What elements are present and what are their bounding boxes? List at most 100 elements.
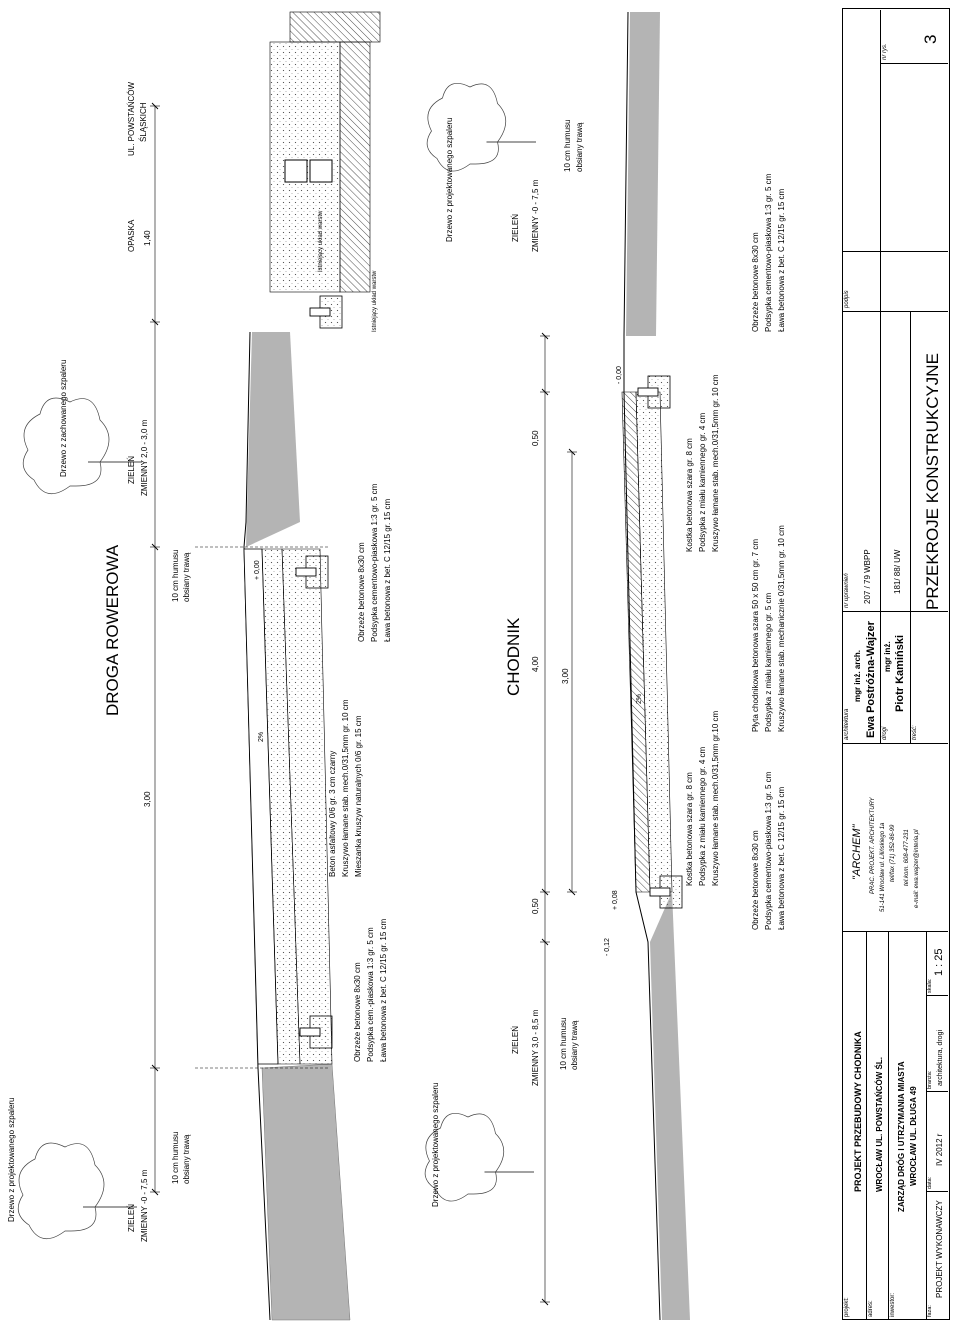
existing-block-1 [284,159,308,183]
tb-nr-label: nr rys. [882,43,888,60]
sw-curb-left-stone [649,887,671,897]
tb-drogi-label: drogi [882,726,888,740]
bike-curb-left-3: Ława betonowa z bet. C 12/15 gr. 15 cm [379,918,388,1062]
bike-left-humus-1: 10 cm humusu [171,1131,180,1184]
sw-right-humus [626,12,660,336]
tb-firm-line-3: tel/fax (71) 352-86-99 [890,824,896,882]
sw-dim-line-slash [541,332,549,340]
sw-curb-right-2: Podsypka cementowo-piaskowa 1:3 gr. 5 cm [764,173,773,332]
bike-curb-left-1: Obrzeże betonowe 8x30 cm [353,962,362,1062]
tb-faza-label: faza: [927,1305,933,1317]
tb-inwestor-2: WROCŁAW UL. DŁUGA 49 [909,1086,918,1186]
tb-skala: 1 : 25 [933,948,945,976]
tb-firm-line-5: e-mail: ewa.wajzer@interia.pl [914,829,920,908]
tb-upr-2: 181/ 88/ UW [893,549,902,594]
tb-upr-label: nr uprawnień [844,573,850,608]
tb-tresc-label: treść: [912,725,918,740]
sw-left-humus-2: obsiany trawą [570,1020,579,1070]
bike-dim-line-slash [151,1064,159,1072]
tb-faza: PROJEKT WYKONAWCZY [935,1200,944,1298]
existing-layers-callout-2: Istniejący układ warstw [372,270,378,332]
bike-mid-zone-sub: ZMIENNY 2,0 - 3,0 m [140,419,149,496]
bike-curb-left-2: Podsypka cem.-piaskowa 1:3 gr. 5 cm [366,927,375,1062]
sw-dim-2: 4,00 [531,656,540,672]
bike-dim-line-slash [151,318,159,326]
bike-path-title: DROGA ROWEROWA [103,544,122,716]
sw-dim-line-slash [541,1298,549,1306]
bike-dim-line-slash [151,1188,159,1196]
tb-inwestor-1: ZARZĄD DRÓG I UTRZYMANIA MIASTA [897,1061,906,1212]
existing-kerb [289,11,381,43]
bike-level-000: + 0,00 [254,560,261,580]
tb-arch-name: Ewa Postróżna-Wajzer [865,621,877,738]
sw-curb-right-3: Ława betonowa z bet. C 12/15 gr. 15 cm [777,188,786,332]
sw-left-zone-label: ZIELEŃ [511,1025,520,1054]
street-name-1: UL. POWSTAŃCÓW [127,81,136,156]
bike-left-humus-2: obsiany trawą [182,1134,191,1184]
bike-slope: 2% [258,731,265,742]
sw-dim-line-inner-slash [568,448,576,456]
tb-adres-label: adres: [868,1300,874,1317]
bike-right-humus [246,332,300,547]
sw-layer-c-2: Podsypka z miału kamiennego gr. 4 cm [698,412,707,552]
sw-layer-b-3: Kruszywo łamane stab. mechanicznie 0/31,… [777,525,786,732]
bike-curb-left-stone [299,1027,321,1037]
bike-mid-humus-2: obsiany trawą [182,552,191,602]
sw-dim-1: 0,50 [531,898,540,914]
sw-dim-3: 3,00 [561,668,570,684]
bike-dim-line-slash [151,102,159,110]
existing-hatch [339,41,371,293]
tb-nr: 3 [921,34,940,44]
sw-curb-right-stone [637,387,659,397]
tb-firm-line-2: 51-141 Wrocław ul. Lilińskiego 1a [880,822,886,912]
sw-level-mid: + 0,08 [612,890,619,910]
sw-right-humus-1: 10 cm humusu [563,119,572,172]
tb-branza-label: branża: [927,1070,933,1089]
bike-curb-right-3: Ława betonowa z bet. C 12/15 gr. 15 cm [383,498,392,642]
bike-curb-right-1: Obrzeże betonowe 8x30 cm [357,542,366,642]
sw-curb-right-1: Obrzeże betonowe 8x30 cm [751,232,760,332]
bike-right-zone-label: OPASKA [127,219,136,252]
sw-dim-line-slash [541,888,549,896]
tb-drogi-name: Piotr Kamiński [894,634,906,712]
tb-arch-title: mgr inż. arch. [853,649,862,702]
sw-layer-a-3: Kruszywo łamane stab. mech.0/31,5mm gr.1… [711,710,720,886]
tb-inwestor-label: inwestor: [890,1292,896,1317]
tb-drogi-title: mgr inż. [883,641,892,672]
bike-dim-line-slash [151,543,159,551]
sw-dim-line-inner-slash [568,888,576,896]
sw-left-tree-label: Drzewo z projektowanego szpaleru [431,1082,440,1207]
bike-right-dim: 1,40 [143,230,152,246]
sw-left-humus-1: 10 cm humusu [559,1017,568,1070]
sw-curb-left-3: Ława betonowa z bet. C 12/15 gr. 15 cm [777,786,786,930]
sw-left-zone-sub: ZMIENNY 3,0 - 8,5 m [531,1009,540,1086]
bike-surface [243,331,271,1321]
tb-skala-label: skala: [927,978,933,993]
sw-layer-c-1: Kostka betonowa szara gr. 8 cm [685,438,694,552]
tb-arch-label: architektura [844,708,850,740]
bike-left-zone-label: ZIELEŃ [127,1203,136,1232]
sw-left-humus [650,892,690,1320]
sw-layer-a-2: Podsypka z miału kamiennego gr. 4 cm [698,746,707,886]
sw-right-zone-label: ZIELEŃ [511,213,520,242]
sw-layer-c-3: Kruszywo łamane stab. mech.0/31,5mm gr. … [711,374,720,552]
tb-data: IV 2012 r [935,1133,944,1166]
sw-layer-a-1: Kostka betonowa szara gr. 8 cm [685,772,694,886]
bike-left-tree-label: Drzewo z projektowanego szpaleru [7,1097,16,1222]
tb-projekt: PROJEKT PRZEBUDOWY CHODNIKA [853,1031,863,1192]
bike-mid-humus-1: 10 cm humusu [171,549,180,602]
bike-left-zone-sub: ZMIENNY -0 - 7,5 m [140,1169,149,1242]
tb-adres: WROCŁAW UL. POWSTAŃCÓW ŚL. [875,1057,884,1192]
sw-slope: 2% [636,693,643,704]
tb-branza: architektura, drogi [937,1029,944,1086]
sw-layer-b-1: Płyta chodnikowa betonowa szara 50 x 50 … [751,539,760,732]
existing-layers-callout-1: Istniejący układ warstw [318,210,324,272]
bike-mid-zone-label: ZIELEŃ [127,455,136,484]
sw-dim-line-slash [541,938,549,946]
sw-right-humus-2: obsiany trawą [575,122,584,172]
bike-curb-right-2: Podsypka cementowo-piaskowa 1:3 gr. 5 cm [370,483,379,642]
street-name-2: ŚLĄSKICH [139,102,148,142]
